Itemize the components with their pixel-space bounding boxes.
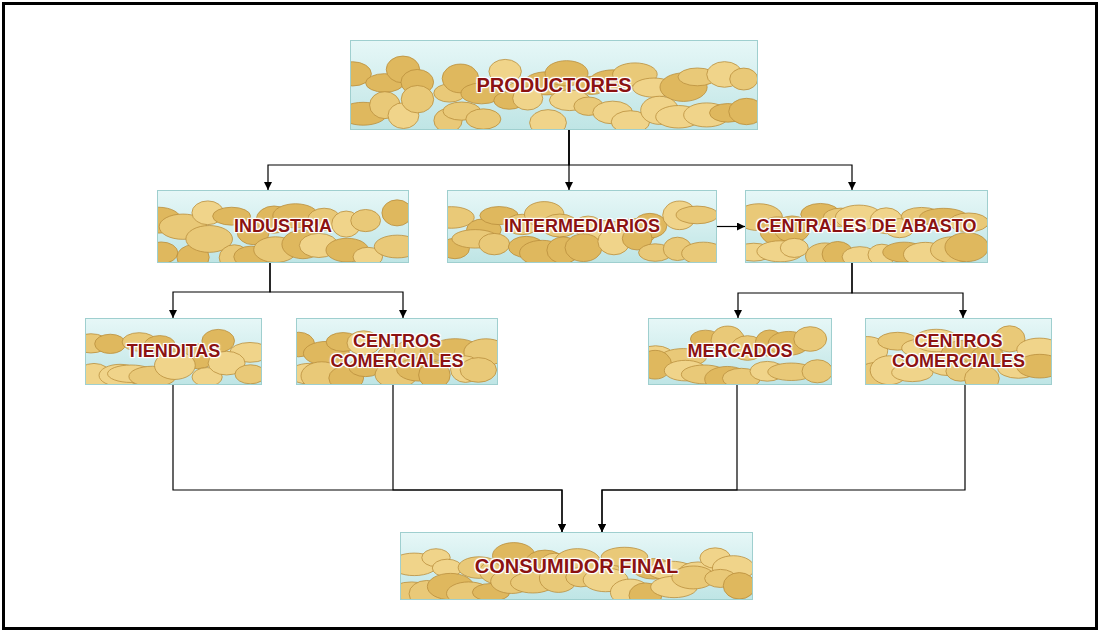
box-label: MERCADOS: [681, 342, 798, 362]
potato-box: INTERMEDIARIOS: [447, 190, 717, 263]
potato-box: MERCADOS: [648, 318, 832, 385]
flow-arrow: [569, 130, 852, 190]
box-label: INDUSTRIA: [228, 217, 338, 237]
flow-arrow: [268, 130, 569, 190]
box-label: TIENDITAS: [121, 342, 227, 362]
flow-arrow: [738, 263, 852, 318]
potato-box: CENTROS COMERCIALES: [296, 318, 498, 385]
flow-arrow: [173, 263, 270, 318]
potato-box: CENTRALES DE ABASTO: [745, 190, 988, 263]
box-label: INTERMEDIARIOS: [498, 217, 666, 237]
flow-arrow: [852, 263, 963, 318]
potato-box: TIENDITAS: [85, 318, 262, 385]
potato-box: CENTROS COMERCIALES: [865, 318, 1052, 385]
flow-arrow: [173, 385, 562, 532]
flow-arrow: [717, 226, 745, 227]
box-label: CENTROS COMERCIALES: [866, 332, 1051, 372]
box-label: CENTRALES DE ABASTO: [750, 217, 982, 237]
flow-arrow: [602, 385, 737, 532]
potato-box: PRODUCTORES: [350, 40, 758, 130]
box-label: CONSUMIDOR FINAL: [469, 555, 684, 577]
box-label: PRODUCTORES: [470, 74, 637, 96]
flow-arrow: [393, 385, 562, 532]
flow-arrow: [602, 385, 965, 532]
flow-arrow: [270, 263, 403, 318]
potato-box: CONSUMIDOR FINAL: [400, 532, 753, 600]
potato-box: INDUSTRIA: [157, 190, 409, 263]
box-label: CENTROS COMERCIALES: [297, 332, 497, 372]
